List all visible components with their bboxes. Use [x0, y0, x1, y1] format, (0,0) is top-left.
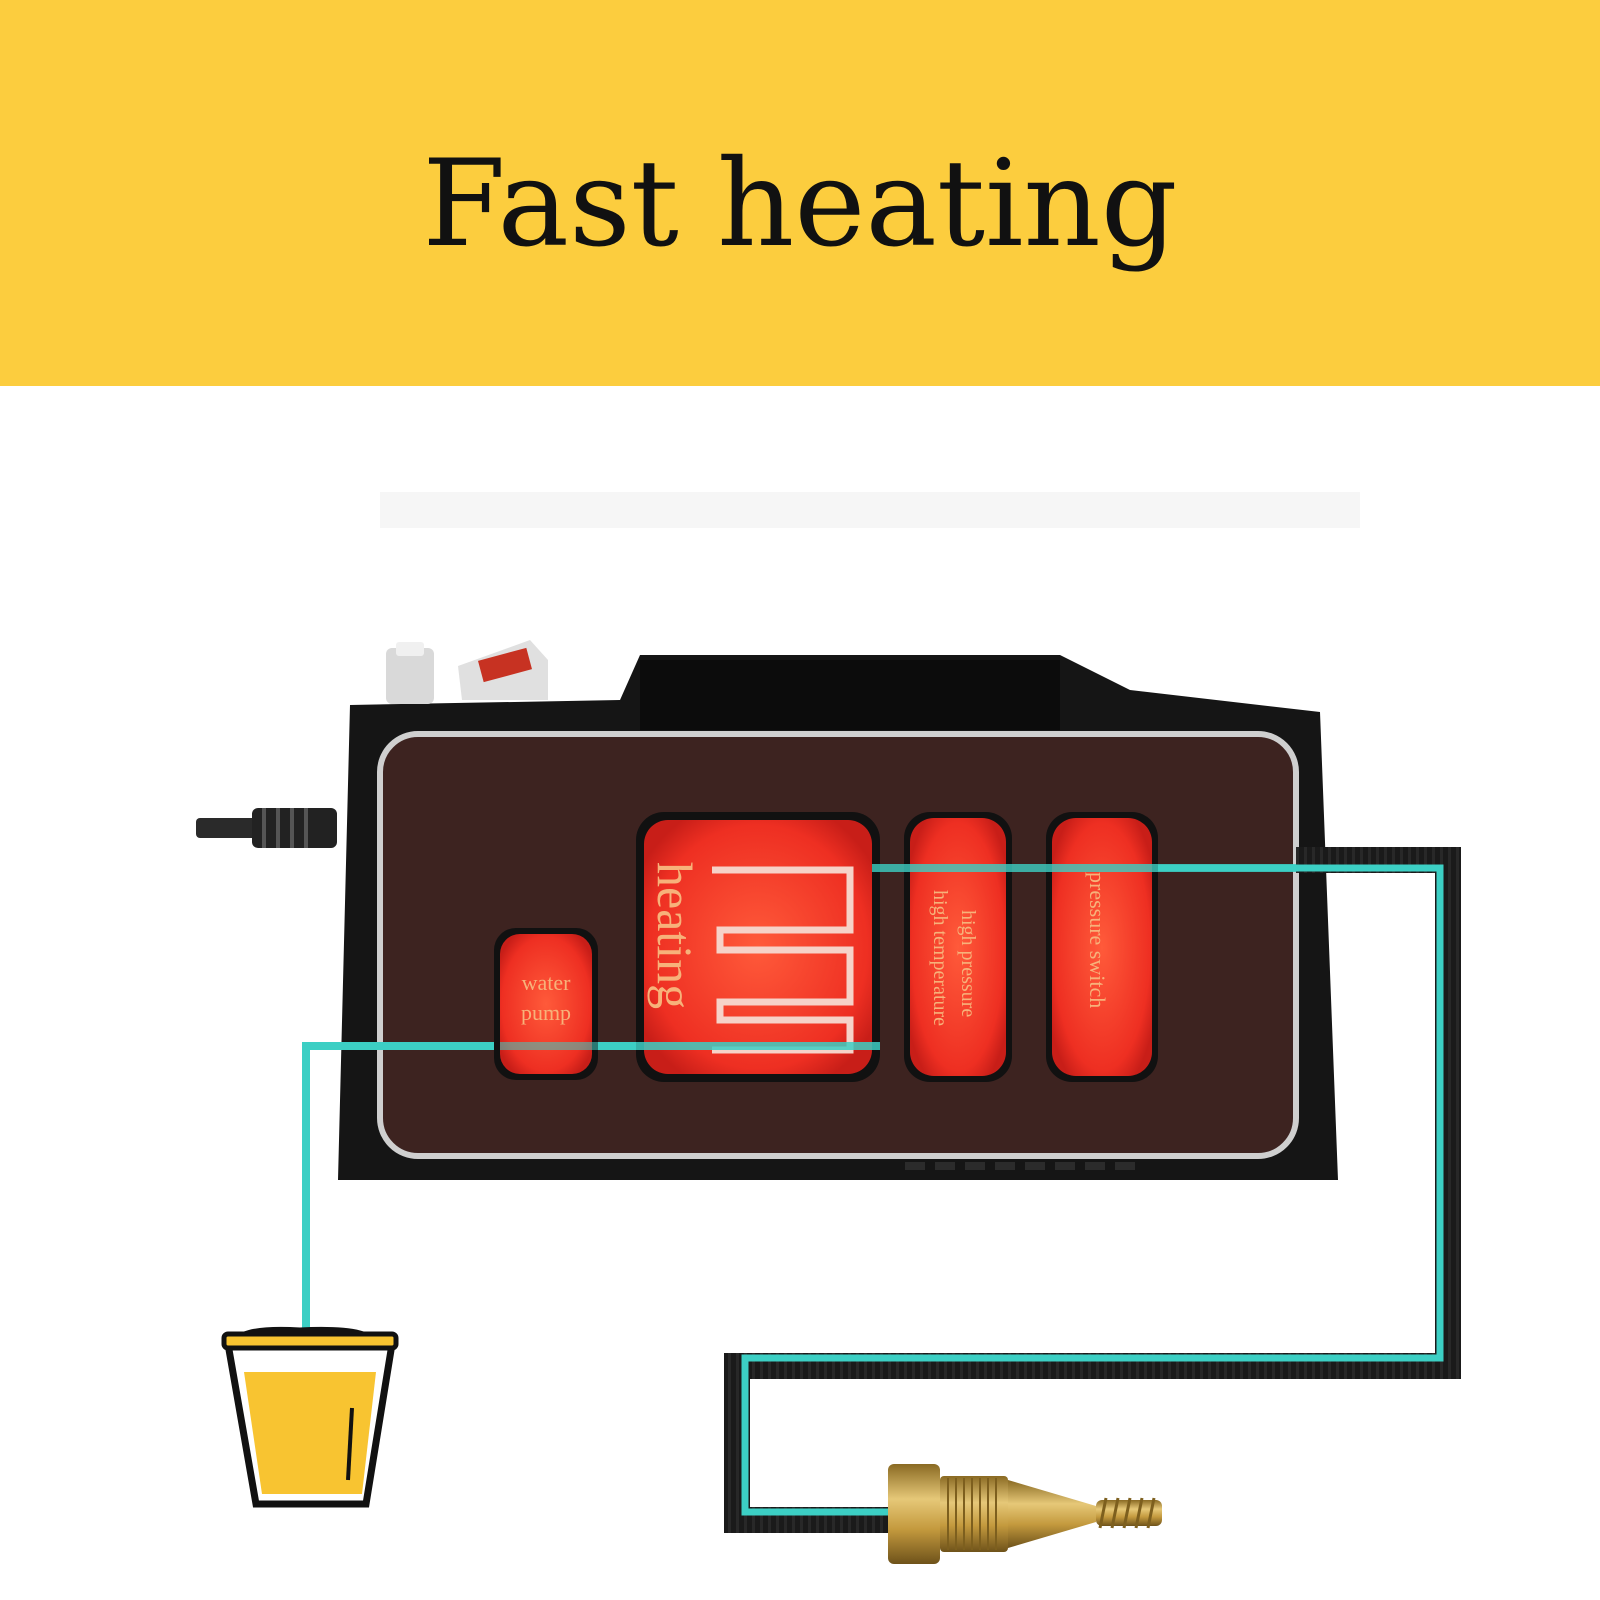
water-pump-label-line1: water [522, 970, 572, 995]
water-pump-label-line2: pump [521, 1000, 571, 1025]
steam-outlet-line [741, 864, 1444, 1516]
brass-nozzle-icon [888, 1464, 1162, 1564]
heating-label: heating [647, 862, 703, 1009]
power-cord-icon [196, 808, 337, 848]
page-title: Fast heating [422, 135, 1178, 274]
high-pressure-label-line2: high temperature [929, 890, 951, 1026]
pressure-switch-component [1046, 812, 1158, 1082]
heating-component [636, 812, 880, 1082]
water-bucket-icon [221, 1326, 399, 1508]
heating-coil-icon [712, 866, 854, 1054]
outlet-hose-shade [724, 847, 1461, 1533]
faded-strip [380, 492, 1360, 528]
high-pressure-component [904, 812, 1012, 1082]
high-pressure-label-line1: high pressure [957, 910, 979, 1017]
pressure-switch-label: pressure switch [1085, 872, 1110, 1008]
title-banner [0, 0, 1600, 386]
